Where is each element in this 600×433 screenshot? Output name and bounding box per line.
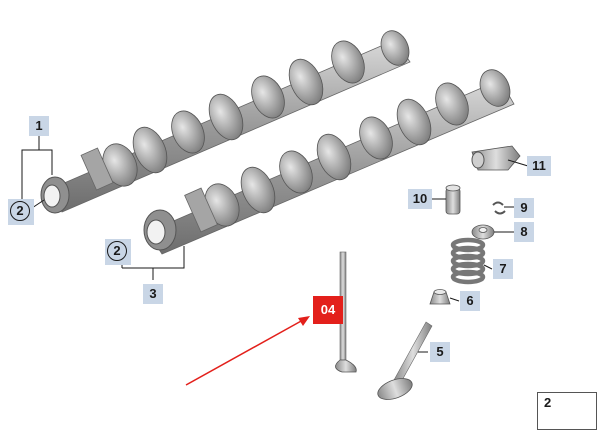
inset-box: 2	[537, 392, 597, 430]
callout-2-lower-wrap: 2	[105, 239, 131, 265]
callout-11: 11	[527, 156, 551, 176]
reference-badge: 04	[313, 296, 343, 324]
hydraulic-tappet	[445, 184, 461, 215]
callout-2-upper-wrap: 2	[8, 199, 34, 225]
callout-5: 5	[430, 342, 450, 362]
leader-lines	[21, 136, 529, 353]
callout-7: 7	[493, 259, 513, 279]
valve-keepers	[492, 201, 506, 215]
callout-3: 3	[143, 284, 163, 304]
inset-label: 2	[544, 395, 552, 410]
valve-spring	[450, 237, 486, 285]
callout-10: 10	[408, 189, 432, 209]
reference-arrow	[185, 316, 310, 386]
callout-8: 8	[514, 222, 534, 242]
rocker-arm	[471, 145, 521, 171]
camshaft-lower	[143, 69, 515, 255]
callout-9: 9	[514, 198, 534, 218]
callout-6: 6	[460, 291, 480, 311]
callout-2-upper: 2	[10, 201, 30, 221]
valve-stem-seal	[429, 289, 451, 305]
camshaft-upper	[40, 30, 411, 214]
exhaust-valve	[377, 321, 433, 400]
spring-retainer	[471, 224, 495, 240]
callout-1: 1	[29, 116, 49, 136]
callout-2-lower: 2	[107, 241, 127, 261]
